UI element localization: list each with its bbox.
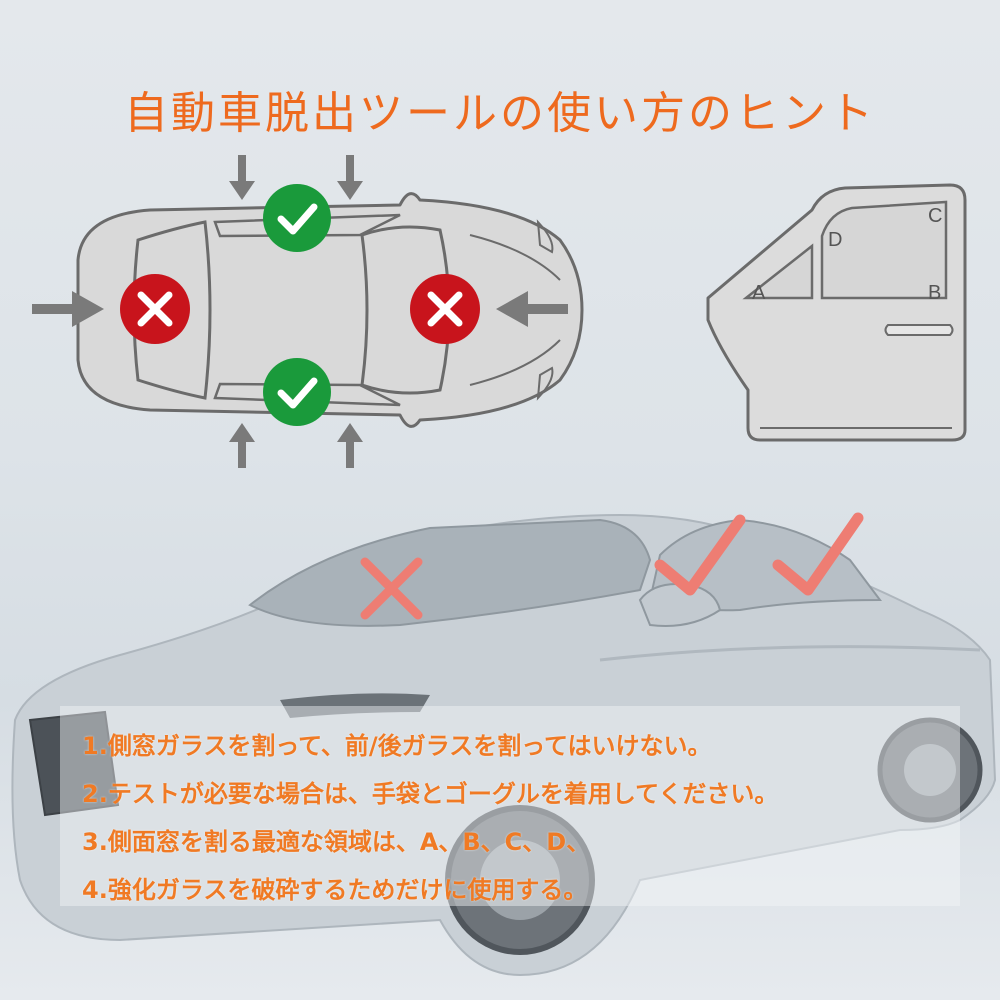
- gray-arrow-icon-group: [32, 155, 568, 468]
- door-label-b: B: [928, 282, 941, 304]
- door-label-c: C: [928, 205, 942, 227]
- arrow-left: [32, 291, 104, 327]
- page-title: 自動車脱出ツールの使い方のヒント: [124, 88, 876, 140]
- arrow-bottom-right: [337, 423, 363, 468]
- green-check-icon: [263, 184, 331, 252]
- photo-check-icon: [654, 514, 746, 596]
- door-label-d: D: [828, 229, 842, 251]
- red-cross-icon: [120, 274, 190, 344]
- red-cross-icon: [410, 274, 480, 344]
- arrow-bottom-left: [229, 423, 255, 468]
- car-door-diagram: [706, 183, 967, 442]
- car-photo: [11, 513, 997, 977]
- photo-check-icon: [772, 512, 864, 596]
- tip-line-2: 2.テストが必要な場合は、手袋とゴーグルを着用してください。: [82, 780, 779, 808]
- tip-line-1: 1.側窓ガラスを割って、前/後ガラスを割ってはいけない。: [82, 732, 712, 760]
- arrow-right: [496, 291, 568, 327]
- photo-cross-icon: [360, 557, 423, 620]
- tips-panel: [60, 706, 960, 906]
- arrow-top-left: [229, 155, 255, 200]
- door-label-a: A: [752, 282, 766, 304]
- arrow-top-right: [337, 155, 363, 200]
- tip-line-4: 4.強化ガラスを破砕するためだけに使用する。: [82, 876, 588, 904]
- tip-line-3: 3.側面窓を割る最適な領域は、A、B、C、D、: [82, 828, 591, 856]
- green-check-icon: [263, 358, 331, 426]
